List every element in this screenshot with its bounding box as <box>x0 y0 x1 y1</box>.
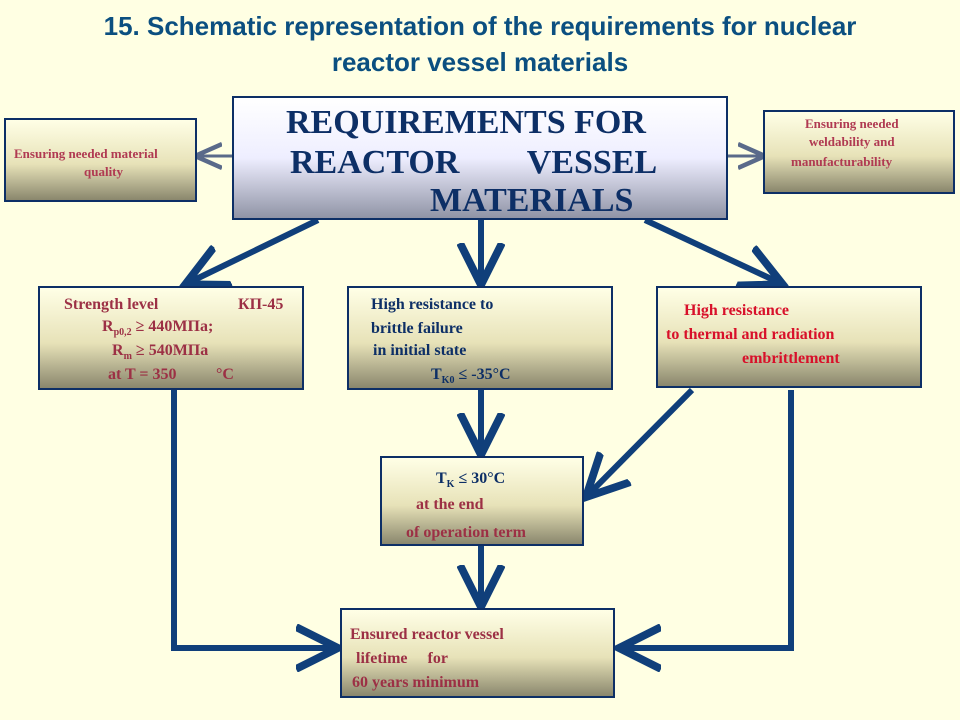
thermal-line-3: embrittlement <box>742 350 840 367</box>
central-box-line-1: REQUIREMENTS FOR <box>286 104 646 141</box>
tk-line-1: TK ≤ 30°C <box>436 470 505 490</box>
strength-line-2: Rp0,2 ≥ 440МПа; <box>102 318 213 338</box>
thermal-line-2: to thermal and radiation <box>666 326 835 343</box>
tk-symbol: T <box>436 470 447 487</box>
thermal-radiation-box: High resistance to thermal and radiation… <box>656 286 922 388</box>
strength-rm-value: ≥ 540МПа <box>131 342 209 359</box>
strength-rp-value: ≥ 440МПа; <box>131 318 214 335</box>
strength-rp-symbol: R <box>102 318 114 335</box>
tk-end-of-term-box: TK ≤ 30°C at the end of operation term <box>380 456 584 546</box>
strength-line-1b: КП-45 <box>238 296 284 313</box>
left-side-box: Ensuring needed material quality <box>4 118 197 202</box>
brittle-line-3: in initial state <box>373 342 467 359</box>
central-box-line-2: REACTOR VESSEL <box>290 144 658 181</box>
strength-level-box: Strength level КП-45 Rp0,2 ≥ 440МПа; Rm … <box>38 286 304 390</box>
lifetime-line-1: Ensured reactor vessel <box>350 626 504 643</box>
page-title: 15. Schematic representation of the requ… <box>20 8 940 80</box>
strength-line-3: Rm ≥ 540МПа <box>112 342 208 362</box>
right-side-box-line-2: weldability and <box>809 134 895 149</box>
arrow-thermal-to-tk <box>588 387 695 495</box>
tk-value: ≤ 30°C <box>454 470 506 487</box>
brittle-tk0-subscript: K0 <box>441 375 455 387</box>
left-side-box-line-2: quality <box>84 164 124 179</box>
brittle-tk0-symbol: T <box>431 366 442 383</box>
right-side-box-line-1: Ensuring needed <box>805 116 899 131</box>
central-box-line-3: MATERIALS <box>430 182 634 219</box>
strength-rp-subscript: p0,2 <box>113 327 132 339</box>
left-side-box-line-1: Ensuring needed material <box>14 146 158 161</box>
brittle-failure-box: High resistance to brittle failure in in… <box>347 286 613 390</box>
arrow-central-to-thermal <box>643 217 780 283</box>
brittle-line-4: TK0 ≤ -35°C <box>431 366 511 386</box>
lifetime-box: Ensured reactor vessel lifetime for 60 y… <box>340 608 615 698</box>
title-line-1: 15. Schematic representation of the requ… <box>103 11 857 41</box>
brittle-line-1: High resistance to <box>371 296 494 313</box>
right-side-box: Ensuring needed weldability and manufact… <box>763 110 955 194</box>
tk-line-2: at the end <box>416 496 484 513</box>
title-line-2: reactor vessel materials <box>331 47 629 77</box>
strength-rm-subscript: m <box>123 351 132 363</box>
strength-line-4b: °C <box>216 366 234 383</box>
tk-line-3: of operation term <box>406 524 526 541</box>
right-side-box-line-3: manufacturability <box>791 154 893 169</box>
brittle-tk0-value: ≤ -35°C <box>454 366 511 383</box>
thermal-line-1: High resistance <box>684 302 790 319</box>
strength-line-1a: Strength level <box>64 296 159 313</box>
central-requirements-box: REQUIREMENTS FOR REACTOR VESSEL MATERIAL… <box>232 96 728 220</box>
lifetime-line-2: lifetime for <box>356 650 448 667</box>
strength-line-4a: at T = 350 <box>108 366 177 383</box>
brittle-line-2: brittle failure <box>371 320 463 337</box>
arrow-thermal-to-lifetime <box>622 390 794 648</box>
tk-subscript: K <box>446 479 455 491</box>
strength-rm-symbol: R <box>112 342 124 359</box>
arrow-central-to-strength <box>188 217 320 283</box>
arrow-strength-to-lifetime <box>171 390 335 648</box>
lifetime-line-3: 60 years minimum <box>352 674 480 691</box>
